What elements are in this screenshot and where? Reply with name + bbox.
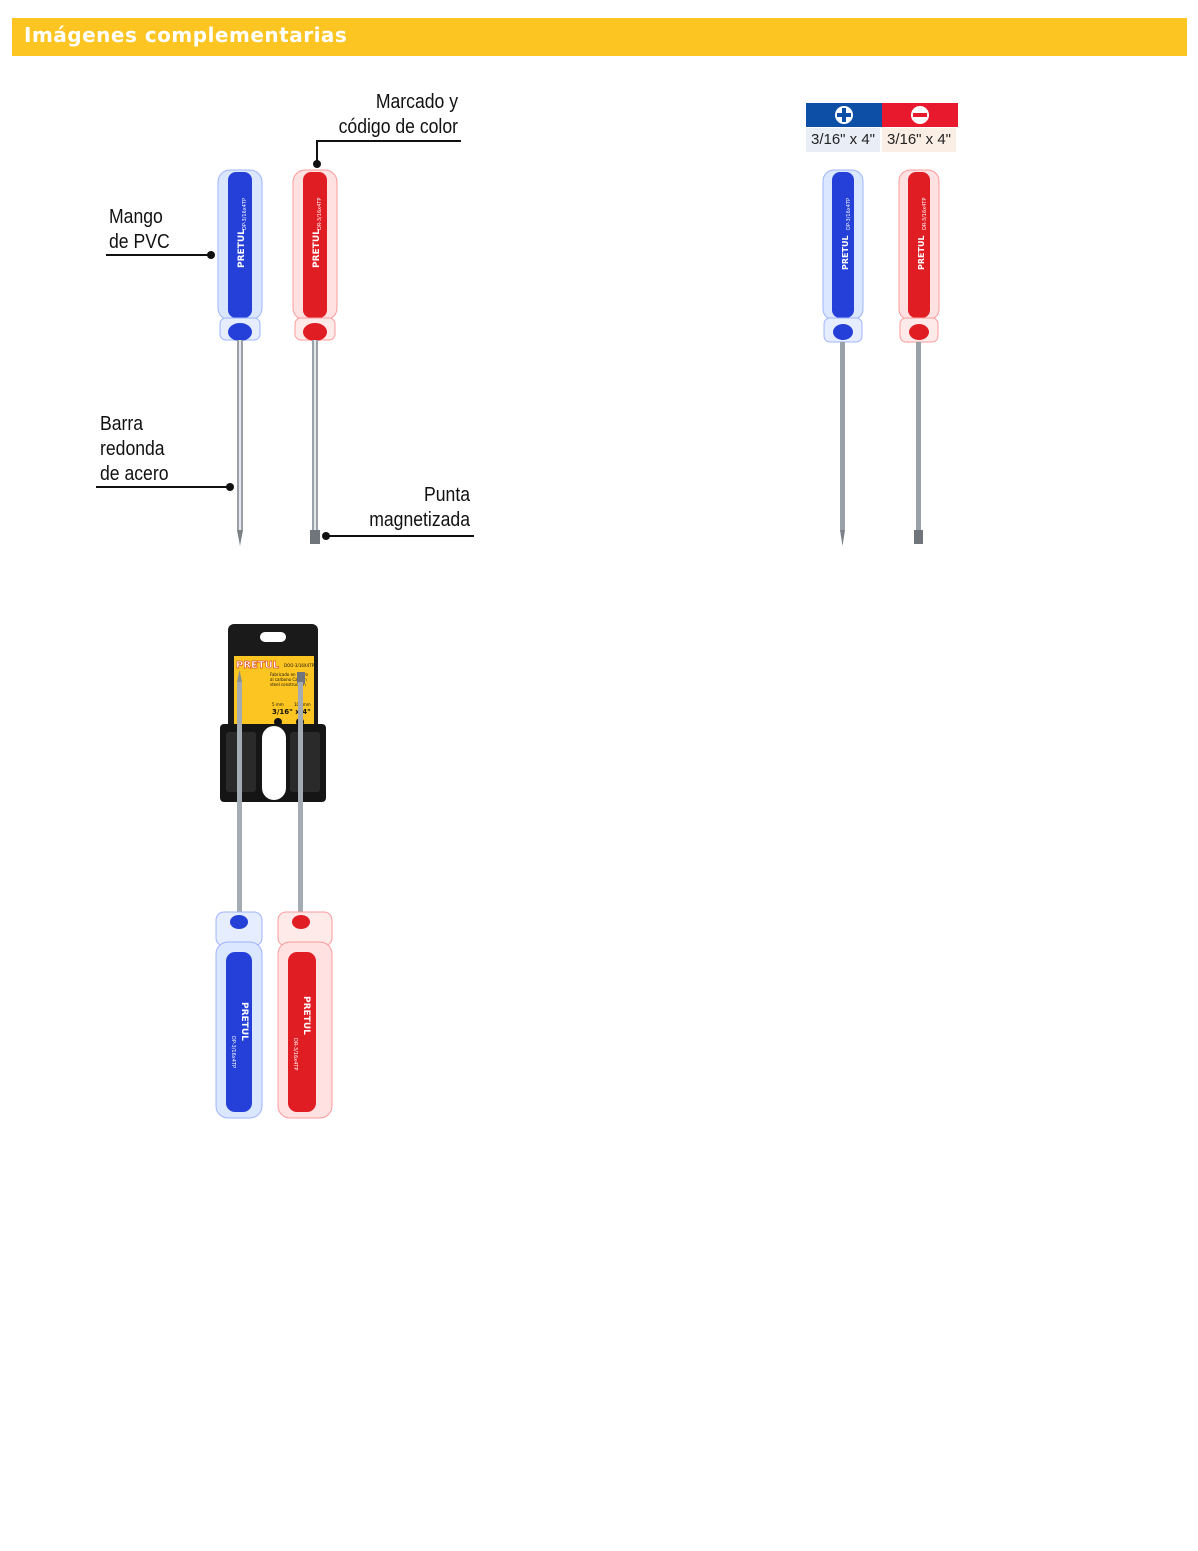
brand-label: PRETUL [917, 235, 926, 270]
model-code: DR-3/16x4TP [292, 1038, 298, 1070]
section-header: Imágenes complementarias [12, 18, 1187, 56]
model-code: DP-3/16x4TP [230, 1036, 236, 1068]
package-description: Fabricado en acero al carbono Carbon ste… [270, 672, 308, 687]
phillips-size-label: 3/16" x 4" [806, 128, 880, 152]
package-code: DOO-3/16X4TP [284, 663, 315, 668]
brand-label: PRETUL [312, 229, 322, 268]
callout-marking-line [316, 140, 461, 142]
callout-marking-dot [313, 160, 321, 168]
callout-handle: Mango de PVC [109, 206, 170, 253]
brand-label: PRETUL [301, 996, 311, 1035]
callout-tip: Punta magnetizada [369, 484, 470, 531]
callout-marking: Marcado y código de color [338, 91, 458, 138]
screwdriver-phillips-blue-small: PRETUL DP-3/16x4TP [822, 169, 864, 546]
screwdriver-slotted-red-small: PRETUL DR-3/16x4TP [898, 169, 940, 544]
slotted-icon [911, 106, 929, 124]
callout-bar-dot [226, 483, 234, 491]
callout-tip-line [326, 535, 474, 537]
blister-card: PRETUL DOO-3/16X4TP Fabricado en acero a… [215, 624, 333, 1119]
screwdriver-slotted-red: PRETUL DR-3/16x4TP [292, 169, 338, 544]
section-title: Imágenes complementarias [24, 23, 348, 47]
brand-label: PRETUL [239, 1002, 249, 1041]
callout-handle-line [106, 254, 210, 256]
model-code: DP-3/16x4TP [242, 198, 248, 230]
screwdriver-phillips-blue: PRETUL DP-3/16x4TP [217, 169, 263, 546]
model-code: DR-3/16x4TP [317, 198, 323, 230]
package-size: 3/16" x 4" [272, 708, 311, 716]
slotted-size-header [882, 103, 958, 127]
callout-tip-dot [322, 532, 330, 540]
brand-label: PRETUL [841, 235, 850, 270]
phillips-icon [835, 106, 853, 124]
phillips-size-header [806, 103, 882, 127]
model-code: DR-3/16x4TP [922, 198, 928, 230]
package-metric-left: 5 mm [272, 702, 284, 707]
callout-marking-stem [316, 140, 318, 162]
callout-bar: Barra redonda de acero [100, 413, 169, 485]
package-brand: PRETUL [236, 660, 280, 671]
model-code: DP-3/16x4TP [846, 198, 852, 230]
brand-label: PRETUL [237, 229, 247, 268]
callout-bar-line [96, 486, 229, 488]
slotted-size-label: 3/16" x 4" [882, 128, 956, 152]
callout-handle-dot [207, 251, 215, 259]
